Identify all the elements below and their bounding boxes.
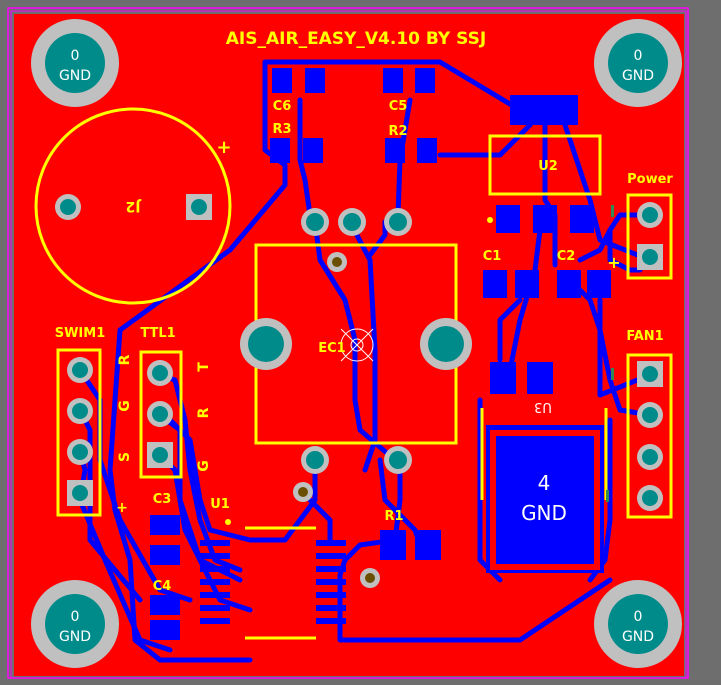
label-swim-s: S [117,452,133,462]
power-pin-marker [611,205,614,217]
hole-net-name: GND [59,629,91,645]
label-r2: R2 [388,124,407,139]
ec1-center-marker [340,328,374,362]
u2-outline [488,134,602,196]
hole-net-name: GND [59,68,91,84]
swim1-outline [56,348,102,517]
ttl1-outline [139,350,183,479]
fan-pin-marker [611,368,614,380]
label-j2: J2 [126,198,142,214]
hole-net-number: 0 [71,48,80,64]
label-swim-plus: + [116,500,128,516]
label-u2: U2 [538,159,558,174]
board-inner-edge [10,10,687,679]
bottom-smd-pads [150,68,611,640]
j2-outline [34,107,232,305]
label-swim-r: R [117,354,133,365]
mount-hole-bottom-left: 0 GND [31,580,119,668]
label-fan1: FAN1 [626,329,663,344]
label-r3: R3 [272,122,291,137]
board-title: AIS_AIR_EASY_V4.10 BY SSJ [226,29,486,49]
u1-pin1-dot [225,519,231,525]
label-j2-plus: + [216,137,231,158]
hole-net-name: GND [622,629,654,645]
fan1-outline [626,353,673,519]
label-r1: R1 [384,509,403,524]
label-c3: C3 [153,492,172,507]
mount-hole-bottom-right: 0 GND [594,580,682,668]
label-power-plus: + [607,253,620,272]
label-u1: U1 [210,497,230,512]
label-ec1: EC1 [318,341,345,356]
label-ttl-t: T [196,362,212,372]
u2-pin1-dot [487,217,493,223]
label-swim-g: G [117,400,133,412]
hole-net-number: 0 [634,48,643,64]
label-ttl-r: R [196,407,212,418]
hole-net-number: 0 [71,609,80,625]
bottom-traces [77,59,653,663]
label-power: Power [627,172,673,187]
through-hole-pads [55,194,663,588]
label-ttl-g: G [196,460,212,472]
label-c4: C4 [153,579,172,594]
label-u3: U3 [534,399,552,414]
mount-hole-top-left: 0 GND [31,19,119,107]
label-c6: C6 [273,99,292,114]
label-swim1: SWIM1 [55,326,106,341]
mount-hole-top-right: 0 GND [594,19,682,107]
u3-pin-marker [606,490,609,502]
label-c1: C1 [483,249,502,264]
label-c2: C2 [557,249,576,264]
u3-pad-net: GND [521,501,567,525]
u3-pad-number: 4 [538,471,551,495]
label-ttl1: TTL1 [140,326,175,341]
power-outline [626,193,673,280]
hole-net-number: 0 [634,609,643,625]
hole-net-name: GND [622,68,654,84]
label-c5: C5 [389,99,408,114]
